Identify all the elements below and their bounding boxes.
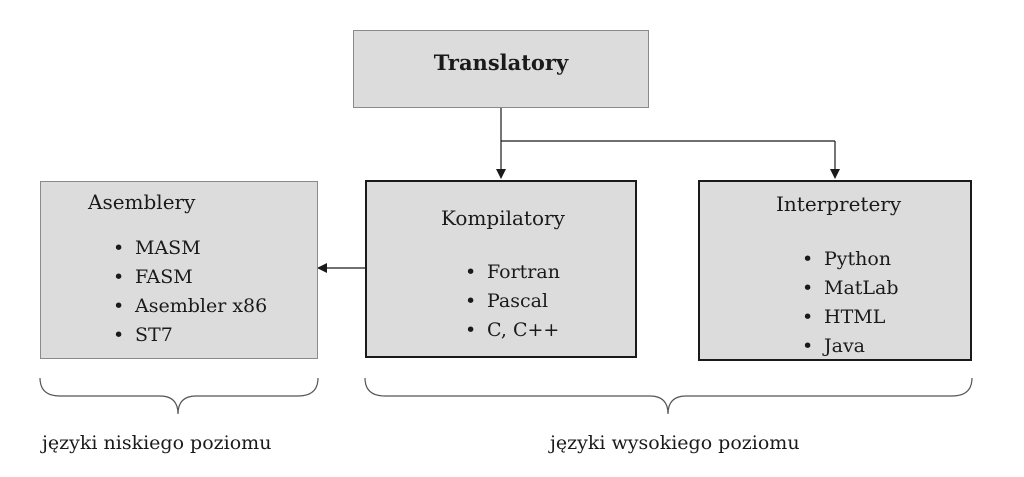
root-title: Translatory [433, 50, 569, 75]
asemblery-box: Asemblery MASM FASM Asembler x86 ST7 [40, 181, 318, 359]
caption-low-level: języki niskiego poziomu [42, 432, 272, 454]
list-item: ST7 [113, 321, 267, 350]
asemblery-list: MASM FASM Asembler x86 ST7 [113, 234, 267, 350]
list-item: MASM [113, 234, 267, 263]
list-item: FASM [113, 263, 267, 292]
kompilatory-list: Fortran Pascal C, C++ [465, 258, 560, 345]
interpretery-box: Interpretery Python MatLab HTML Java [698, 180, 972, 361]
root-box: Translatory [353, 30, 649, 108]
brace-low-level [39, 377, 319, 415]
list-item: Pascal [465, 287, 560, 316]
list-item: Fortran [465, 258, 560, 287]
kompilatory-title: Kompilatory [441, 206, 565, 230]
list-item: Asembler x86 [113, 292, 267, 321]
list-item: Java [802, 332, 899, 361]
brace-high-level [364, 377, 973, 415]
interpretery-title: Interpretery [776, 192, 902, 216]
interpretery-list: Python MatLab HTML Java [802, 245, 899, 361]
list-item: HTML [802, 303, 899, 332]
list-item: Python [802, 245, 899, 274]
list-item: C, C++ [465, 316, 560, 345]
list-item: MatLab [802, 274, 899, 303]
asemblery-title: Asemblery [88, 190, 196, 214]
kompilatory-box: Kompilatory Fortran Pascal C, C++ [365, 180, 637, 358]
caption-high-level: języki wysokiego poziomu [550, 432, 800, 454]
